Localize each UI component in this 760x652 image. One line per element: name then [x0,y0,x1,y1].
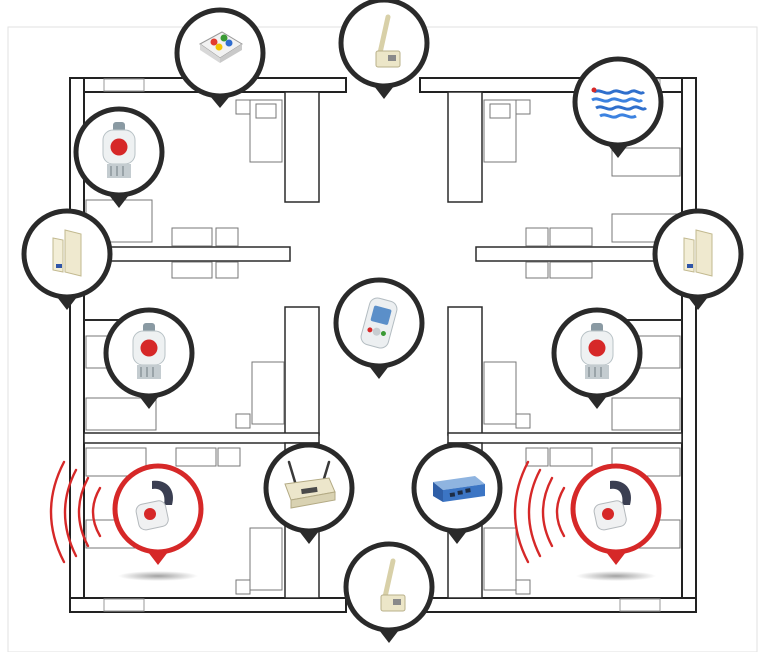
sink-tap [215,227,239,247]
sink-tap [217,447,241,467]
wall-lower-divider-left [83,432,320,444]
pin-pendant-call-button-2[interactable] [103,307,195,409]
bed [85,397,157,431]
bed [483,527,517,591]
pin-shadow [576,571,656,581]
server-box-icon [433,476,485,502]
pendant-call-button-icon [132,323,166,379]
bed [483,361,517,425]
window-bottom-left [103,598,145,612]
window-bottom-right [619,598,661,612]
wristband-call-button-icon [135,480,174,531]
wall-upper-left-closet [284,91,320,203]
nightstand [235,413,251,429]
pin-door-sensor-left[interactable] [21,208,113,310]
wall-lower-divider-right [447,432,683,444]
receiver-gateway-icon [284,460,336,509]
pin-pendant-call-button-3[interactable] [551,307,643,409]
sink-tap [525,447,549,467]
bed [249,527,283,591]
nightstand [515,579,531,595]
sink [171,227,213,247]
sink [171,261,213,279]
pin-shadow [118,571,198,581]
window-top-left [103,78,145,92]
wall-antenna-icon [375,14,401,68]
pin-wall-antenna-bottom[interactable] [343,541,435,643]
nightstand [235,579,251,595]
pillow [255,103,277,119]
sink [549,447,593,467]
wall-mid-right [475,246,683,262]
nightstand [515,413,531,429]
pillow [489,103,511,119]
desk [611,147,681,177]
sink-tap [525,227,549,247]
wall-upper-right-closet [447,91,483,203]
wall-lower-right-corridor [447,306,483,436]
infrared-sensor-icon [591,87,648,119]
pin-pendant-call-button-1[interactable] [73,106,165,208]
sink-tap [525,261,549,279]
signal-waves-right [513,460,566,564]
pin-door-sensor-right[interactable] [652,208,744,310]
signal-waves-left [49,460,102,564]
wall-lower-left-corridor [284,306,320,436]
pendant-call-button-icon [102,122,136,178]
bed [611,397,681,431]
wall-antenna-icon [380,558,406,612]
pin-infrared-sensor[interactable] [572,56,664,158]
pin-wall-antenna-top[interactable] [338,0,430,99]
sink-tap [215,261,239,279]
door-sensor-icon [683,229,713,277]
pin-wall-switch-panel[interactable] [174,7,266,108]
nightstand [515,99,531,115]
wall-switch-panel-icon [199,31,243,63]
wall-mid-left [83,246,291,262]
pin-server-box[interactable] [411,442,503,544]
bed [251,361,285,425]
handheld-pager-icon [360,297,398,349]
sink [175,447,217,467]
wall-right [681,77,697,613]
pin-handheld-pager[interactable] [333,277,425,379]
nightstand [235,99,251,115]
wristband-call-button-icon [593,480,632,531]
pin-receiver-gateway[interactable] [263,442,355,544]
pendant-call-button-icon [580,323,614,379]
sink [549,227,593,247]
sink [549,261,593,279]
door-sensor-icon [52,229,82,277]
pin-wristband-alert-right[interactable] [570,463,662,565]
pin-wristband-alert-left[interactable] [112,463,204,565]
